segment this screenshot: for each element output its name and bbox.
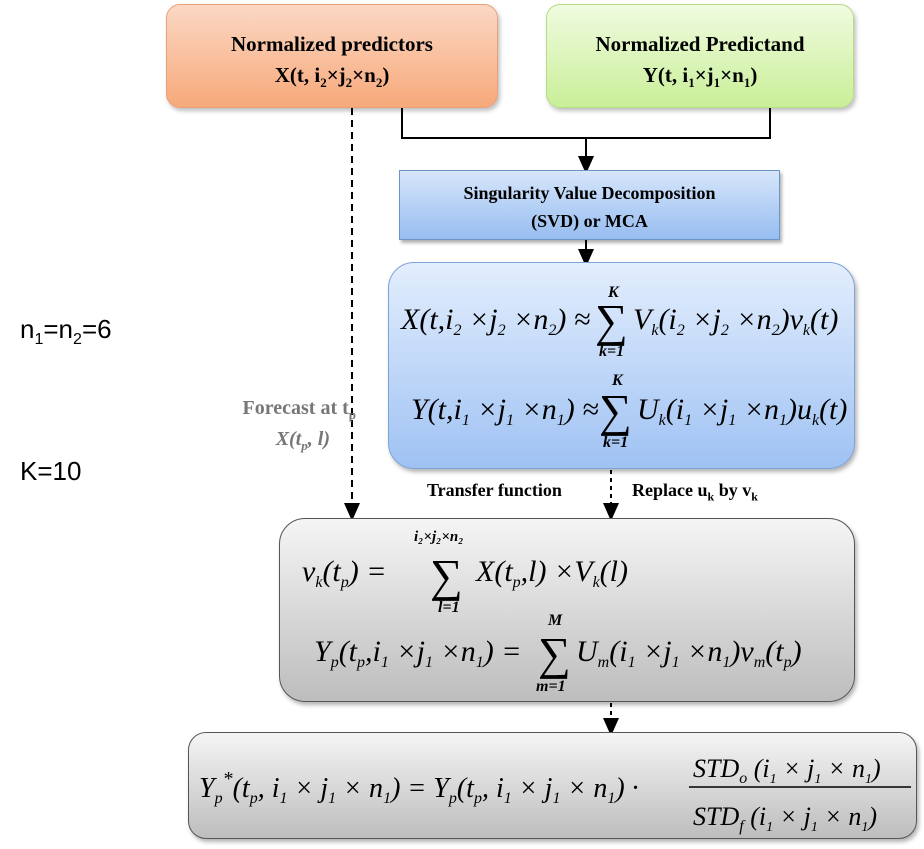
y-scaled-lhs: Yp*(tp, i1 × j1 × n1) = Yp(tp, i1 × j1 ×… — [199, 768, 639, 807]
predictand-formula: Y(t, i1×j1×n1) — [642, 63, 758, 91]
k-parameter: K=10 — [20, 456, 82, 486]
forecast-label: Forecast at tp — [242, 397, 356, 422]
svd-box: Singularity Value Decomposition (SVD) or… — [399, 170, 780, 240]
v-proj-rhs: X(tp,l) ×Vk(l) — [475, 555, 628, 591]
std-o-numerator: STDo (i1 × j1 × n1) — [693, 754, 881, 787]
svd-line2: (SVD) or MCA — [531, 211, 648, 231]
sum-upper-v: i₂×j₂×n₂ — [414, 529, 463, 545]
x-decomp-eq: X(t,i2 ×j2 ×n2) ≈ — [400, 303, 590, 339]
y-decomp-eq: Y(t,i1 ×j1 ×n1) ≈ — [411, 393, 599, 429]
y-recon-rhs: Um(i1 ×j1 ×n1)vm(tp) — [576, 635, 802, 671]
x-decomp-rhs: Vk(i2 ×j2 ×n2)vk(t) — [633, 303, 838, 339]
decomposition-box: X(t,i2 ×j2 ×n2) ≈ ∑ K k=1 Vk(i2 ×j2 ×n2)… — [388, 262, 855, 469]
projection-box: vk(tp) = ∑ i₂×j₂×n₂ l=1 X(tp,l) ×Vk(l) Y… — [279, 518, 855, 702]
transfer-function-label: Transfer function — [427, 480, 562, 500]
n-parameter: n1=n2=6 — [20, 314, 112, 349]
y-recon-eq: Yp(tp,i1 ×j1 ×n1) = — [314, 635, 521, 671]
sum-sign-y: ∑ — [599, 385, 632, 436]
merge-bracket — [401, 108, 771, 139]
decomposition-equations: X(t,i2 ×j2 ×n2) ≈ ∑ K k=1 Vk(i2 ×j2 ×n2)… — [400, 284, 847, 451]
projection-equations: vk(tp) = ∑ i₂×j₂×n₂ l=1 X(tp,l) ×Vk(l) Y… — [302, 529, 802, 695]
sum-upper-y: K — [611, 372, 624, 389]
sum-upper-x: K — [607, 284, 620, 301]
predictand-title: Normalized Predictand — [595, 32, 805, 56]
sum-lower-m: m=1 — [536, 678, 566, 695]
sum-lower-x: k=1 — [599, 343, 624, 360]
v-proj-eq: vk(tp) = — [302, 555, 387, 591]
predictors-title: Normalized predictors — [231, 32, 433, 56]
scaling-equation: Yp*(tp, i1 × j1 × n1) = Yp(tp, i1 × j1 ×… — [199, 754, 911, 835]
sum-sign-x: ∑ — [595, 295, 628, 346]
sum-upper-m: M — [547, 612, 563, 629]
sum-lower-y: k=1 — [603, 434, 628, 451]
predictors-formula: X(t, i2×j2×n2) — [274, 63, 390, 91]
y-decomp-rhs: Uk(i1 ×j1 ×n1)uk(t) — [637, 393, 847, 429]
svd-line1: Singularity Value Decomposition — [463, 183, 716, 203]
predictors-box: Normalized predictors X(t, i2×j2×n2) — [166, 4, 498, 108]
replace-label: Replace uk by vk — [632, 480, 758, 504]
sum-lower-v: l=1 — [438, 599, 460, 616]
sum-sign-m: ∑ — [538, 628, 571, 679]
sum-sign-v: ∑ — [430, 550, 463, 601]
predictand-box: Normalized Predictand Y(t, i1×j1×n1) — [546, 4, 854, 108]
forecast-formula: X(tp, l) — [275, 428, 330, 453]
std-f-denominator: STDf (i1 × j1 × n1) — [693, 802, 877, 835]
scaling-box: Yp*(tp, i1 × j1 × n1) = Yp(tp, i1 × j1 ×… — [188, 732, 917, 839]
